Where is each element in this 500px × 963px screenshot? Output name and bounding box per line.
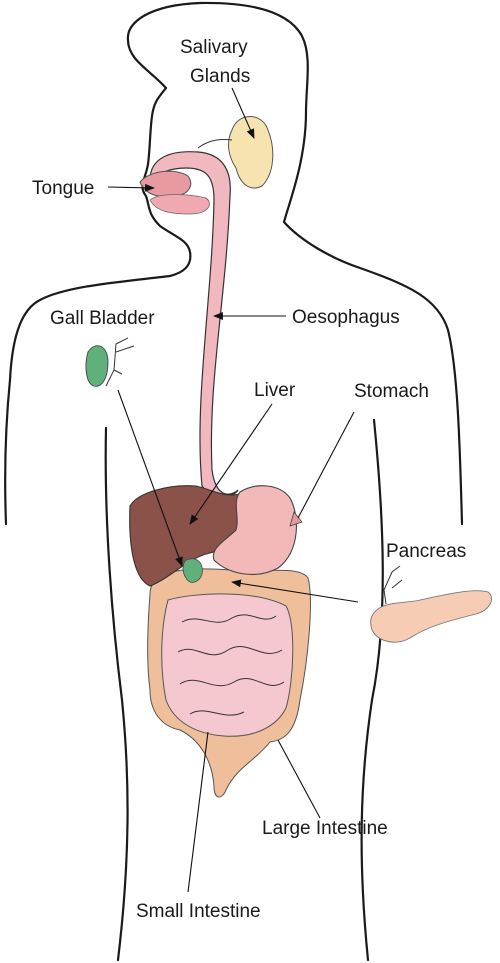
small-intestine-leader — [187, 731, 209, 893]
label-large-intestine: Large Intestine — [262, 818, 388, 839]
body-outline — [4, 1, 464, 962]
label-salivary-glands-line1: Salivary — [180, 37, 248, 58]
gall-bladder-organ — [182, 558, 203, 583]
small-intestine-folds — [177, 614, 285, 716]
pancreatic-ducts — [383, 565, 403, 605]
gall-bladder-ducts — [105, 337, 135, 387]
label-liver: Liver — [254, 380, 296, 401]
label-salivary-glands-line2: Glands — [190, 66, 250, 87]
label-oesophagus: Oesophagus — [292, 307, 400, 328]
gall-bladder-leader — [117, 389, 183, 567]
stomach-leader — [297, 411, 355, 519]
salivary-leader — [231, 87, 255, 139]
salivary-gland — [228, 116, 274, 189]
stomach — [212, 485, 297, 575]
pancreas — [370, 590, 492, 643]
tongue-leader — [107, 183, 155, 192]
pancreas-leader — [231, 579, 359, 603]
gall-bladder-inset — [85, 345, 109, 387]
label-small-intestine: Small Intestine — [136, 901, 261, 922]
small-intestine — [161, 593, 294, 737]
liver-leader — [189, 403, 273, 525]
label-pancreas: Pancreas — [386, 541, 466, 562]
large-intestine-leader — [277, 739, 321, 819]
tongue-shape — [139, 170, 192, 198]
sublingual-gland — [149, 194, 210, 215]
label-tongue: Tongue — [32, 178, 94, 199]
label-gall-bladder: Gall Bladder — [50, 308, 155, 329]
oesophagus — [149, 151, 239, 497]
salivary-duct — [197, 139, 233, 149]
label-stomach: Stomach — [354, 381, 429, 402]
